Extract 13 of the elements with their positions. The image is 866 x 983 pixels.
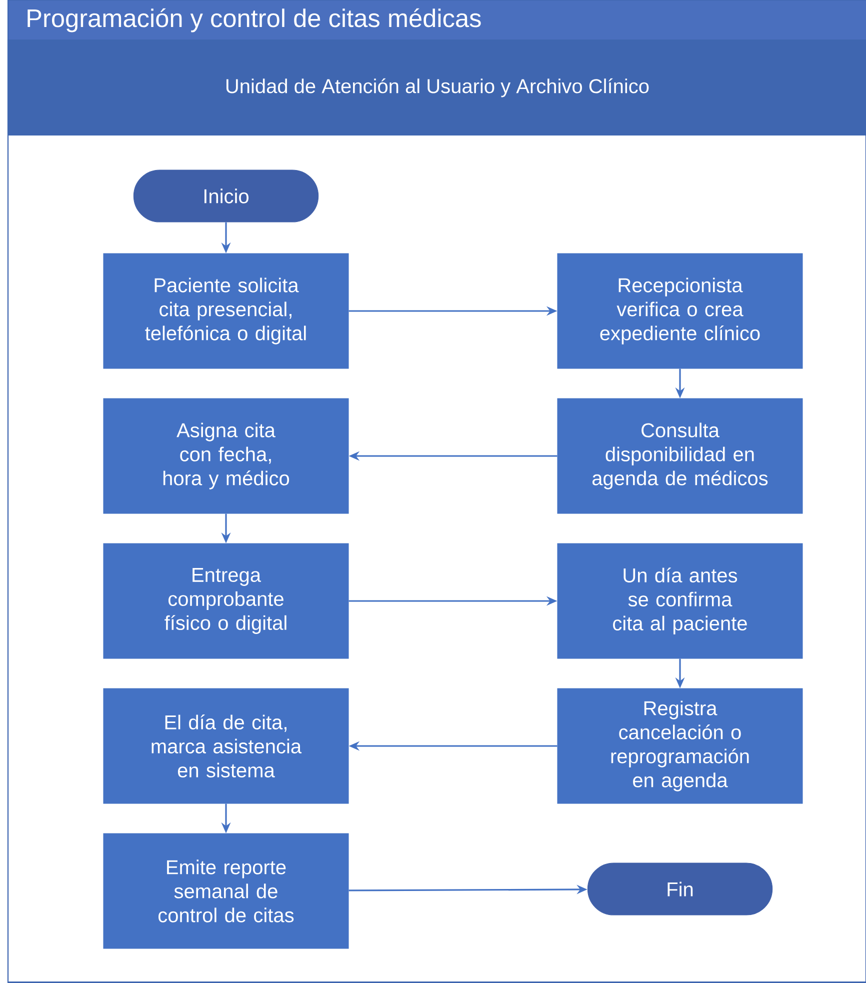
process-box: El día de cita, marca asistencia en sistema [103, 688, 349, 804]
terminator: Inicio [133, 170, 319, 222]
process-box: Registra cancelación o reprogramación en agenda [557, 688, 803, 804]
title-bar: Programación y control de citas médicas [8, 0, 866, 41]
process-box: Recepcionista verifica o crea expediente clínico [557, 253, 803, 369]
terminator: Fin [587, 862, 773, 916]
process-box: Un día antes se confirma cita al paciente [557, 543, 803, 659]
process-box: Asigna cita con fecha, hora y médico [103, 398, 349, 514]
process-box: Entrega comprobante físico o digital [103, 543, 349, 659]
lane-header: Unidad de Atención al Usuario y Archivo Clínico [8, 40, 866, 136]
process-box: Paciente solicita cita presencial, telefónica o digital [103, 253, 349, 369]
process-box: Emite reporte semanal de control de citas [103, 833, 349, 949]
process-box: Consulta disponibilidad en agenda de médicos [557, 398, 803, 514]
